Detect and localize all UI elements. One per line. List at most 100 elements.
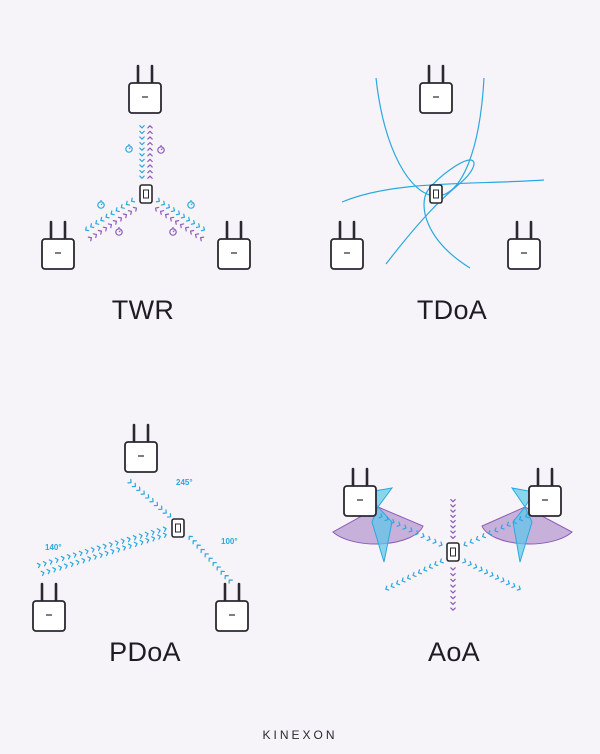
- signal-chevron: [60, 555, 65, 562]
- signal-chevron: [450, 530, 456, 534]
- signal-chevron: [108, 541, 113, 548]
- signal-chevron: [450, 514, 456, 519]
- signal-chevron: [408, 527, 413, 533]
- signal-chevron: [195, 223, 201, 229]
- signal-chevron: [136, 486, 141, 492]
- signal-chevron: [66, 554, 71, 560]
- signal-chevron: [450, 525, 456, 529]
- signal-chevron: [90, 547, 95, 553]
- pdoa-angle-left: 140°: [45, 543, 62, 552]
- signal-chevron: [165, 203, 171, 209]
- signal-chevron: [96, 545, 101, 551]
- signal-chevron: [139, 136, 145, 140]
- signal-chevron: [212, 561, 217, 567]
- signal-chevron: [110, 548, 115, 555]
- signal-chevron: [179, 223, 185, 229]
- signal-chevron: [107, 223, 113, 229]
- signal-chevron: [432, 538, 437, 544]
- signal-chevron: [385, 585, 390, 591]
- stopwatch-icon: [115, 226, 123, 236]
- signal-chevron: [90, 223, 95, 229]
- signal-chevron: [200, 548, 205, 554]
- signal-chevron: [199, 236, 205, 242]
- tag-icon: [171, 518, 185, 538]
- stopwatch-icon: [157, 144, 165, 154]
- signal-chevron: [75, 559, 80, 566]
- signal-chevron: [127, 478, 132, 484]
- signal-chevron: [48, 559, 53, 565]
- signal-chevron: [97, 229, 103, 235]
- signal-chevron: [42, 560, 47, 567]
- signal-chevron: [200, 226, 206, 232]
- anchor-icon: [329, 220, 365, 271]
- signal-chevron: [126, 536, 131, 543]
- anchor-icon: [527, 467, 563, 518]
- signal-chevron: [216, 566, 221, 571]
- signal-chevron: [194, 233, 200, 239]
- signal-chevron: [105, 213, 110, 219]
- signal-chevron: [162, 509, 167, 514]
- tdoa-label: TDoA: [416, 295, 488, 325]
- signal-chevron: [151, 536, 156, 542]
- signal-chevron: [154, 206, 160, 212]
- aoa-signal-chevrons: [372, 498, 536, 611]
- signal-chevron: [494, 527, 499, 533]
- signal-chevron: [478, 566, 483, 572]
- signal-chevron: [396, 580, 401, 586]
- signal-chevron: [87, 236, 93, 242]
- signal-chevron: [188, 535, 193, 541]
- signal-chevron: [475, 535, 480, 542]
- signal-chevron: [170, 207, 176, 213]
- signal-chevron: [525, 513, 530, 519]
- signal-chevron: [175, 210, 181, 216]
- signal-chevron: [483, 569, 489, 575]
- signal-chevron: [184, 226, 190, 232]
- signal-chevron: [406, 574, 412, 580]
- signal-chevron: [450, 519, 456, 524]
- signal-chevron: [150, 529, 155, 536]
- signal-chevron: [85, 226, 90, 232]
- signal-chevron: [450, 567, 456, 571]
- tdoa-hyperbola: [385, 159, 475, 269]
- signal-chevron: [139, 169, 145, 174]
- signal-chevron: [180, 213, 186, 219]
- signal-chevron: [450, 595, 456, 600]
- signal-chevron: [500, 577, 505, 583]
- signal-chevron: [114, 540, 119, 546]
- stopwatch-icon: [97, 199, 105, 209]
- signal-chevron: [147, 169, 153, 174]
- signal-chevron: [450, 498, 456, 503]
- signal-chevron: [428, 563, 433, 569]
- tag-icon: [446, 542, 460, 562]
- signal-chevron: [208, 557, 213, 562]
- signal-chevron: [102, 543, 107, 550]
- signal-chevron: [450, 601, 456, 606]
- signal-chevron: [155, 197, 161, 203]
- signal-chevron: [120, 203, 125, 209]
- signal-chevron: [450, 590, 456, 594]
- signal-chevron: [115, 207, 120, 213]
- signal-chevron: [40, 570, 45, 577]
- signal-chevron: [467, 561, 472, 567]
- tag-icon: [429, 184, 443, 204]
- signal-chevron: [224, 575, 229, 580]
- signal-chevron: [450, 584, 456, 588]
- signal-chevron: [147, 153, 153, 157]
- signal-chevron: [139, 147, 145, 151]
- anchor-icon: [123, 423, 159, 474]
- signal-chevron: [133, 541, 138, 548]
- pdoa-label: PDoA: [109, 637, 181, 667]
- signal-chevron: [189, 229, 195, 235]
- signal-chevron: [384, 516, 389, 522]
- signal-chevron: [390, 582, 395, 588]
- signal-chevron: [139, 539, 144, 546]
- signal-chevron: [401, 577, 406, 583]
- signal-chevron: [390, 518, 395, 525]
- signal-chevron: [63, 563, 68, 569]
- signal-chevron: [120, 538, 125, 544]
- signal-chevron: [125, 200, 131, 206]
- signal-chevron: [204, 553, 209, 558]
- signal-chevron: [190, 219, 196, 225]
- aoa-panel: [332, 467, 573, 611]
